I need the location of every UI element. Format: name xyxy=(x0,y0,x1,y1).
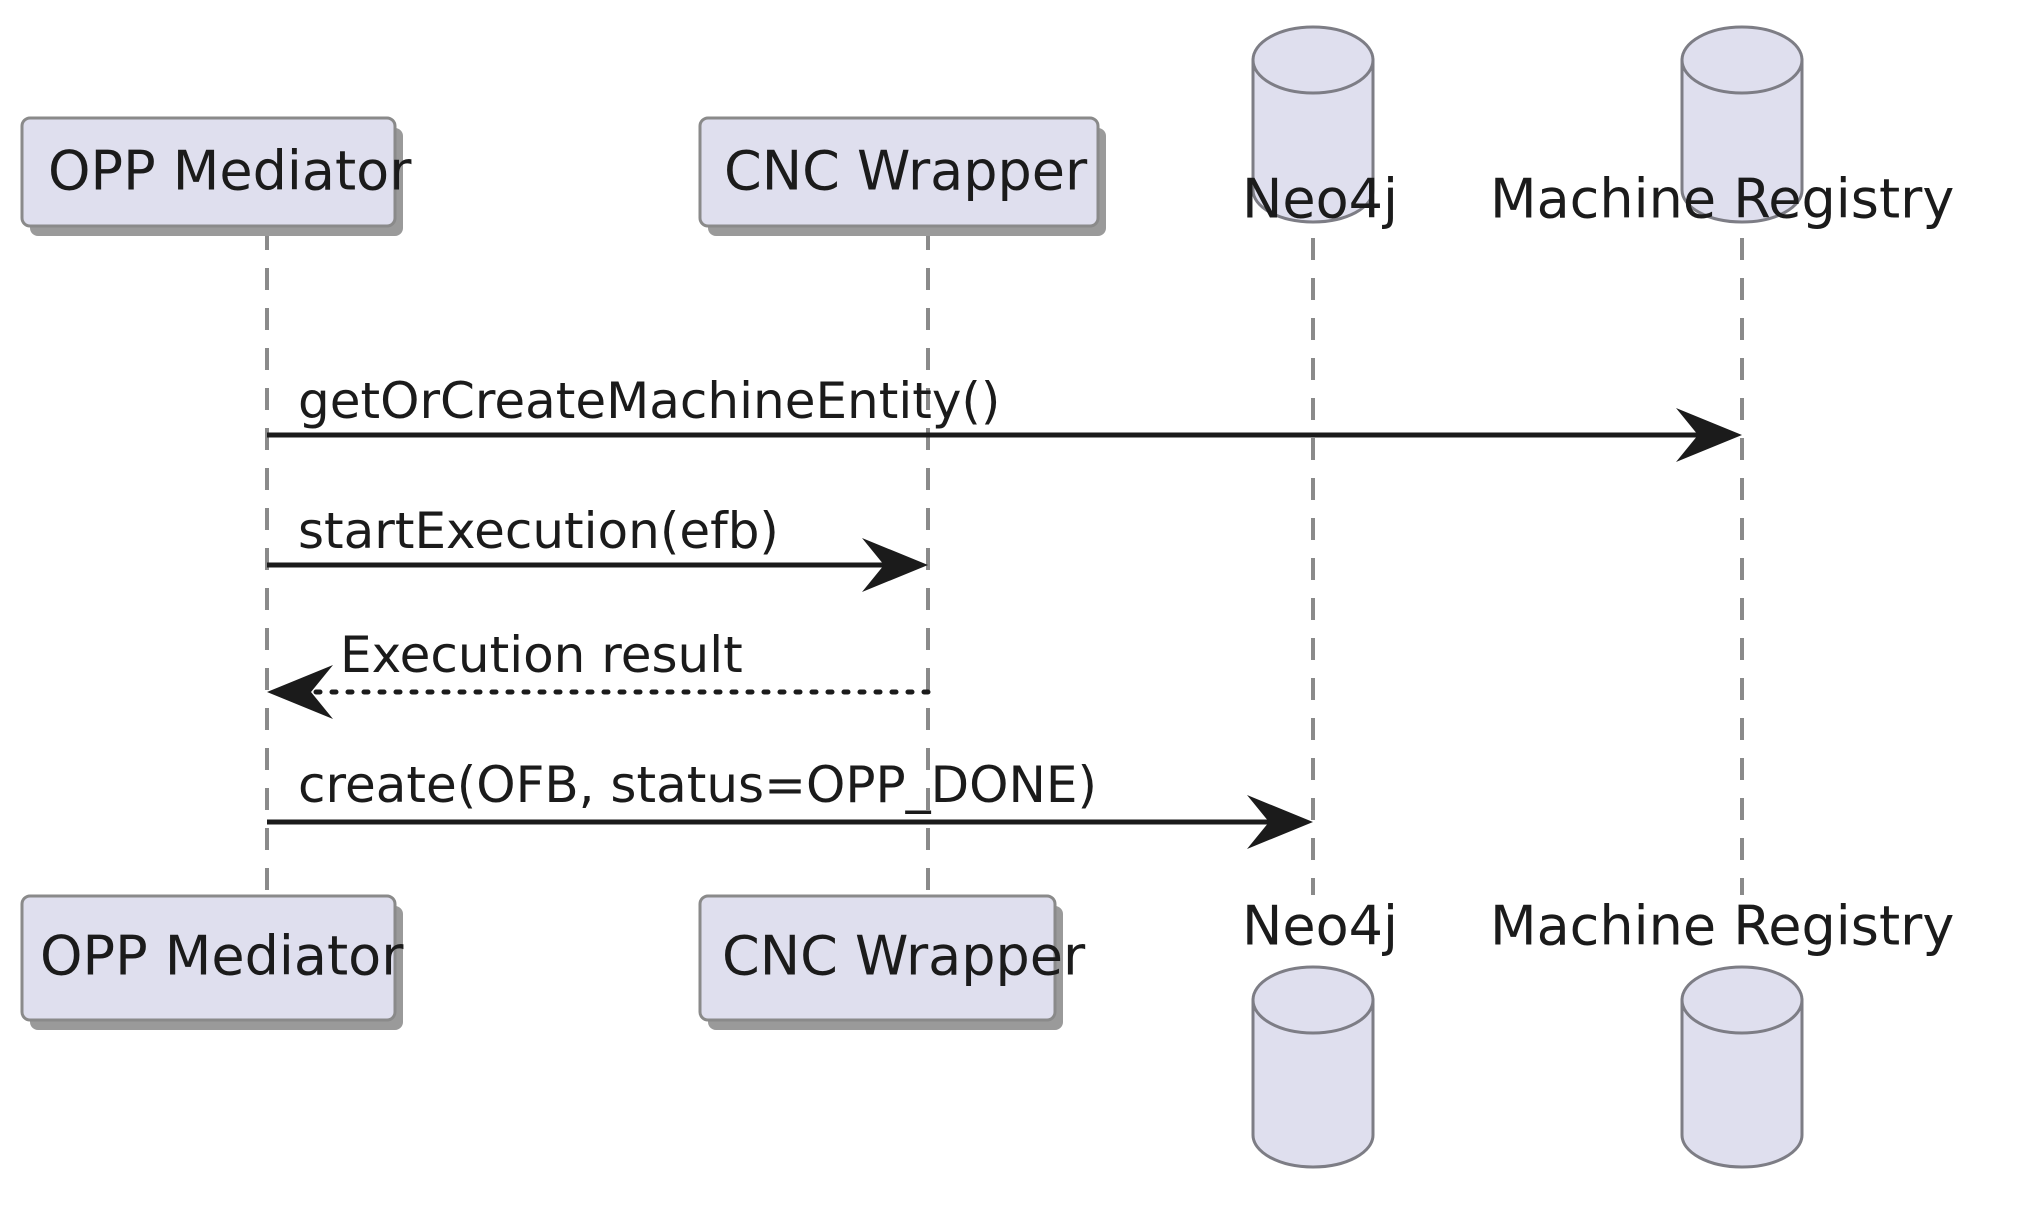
participant-opp-mediator-bottom[interactable]: OPP Mediator xyxy=(20,894,404,1030)
machine-registry-top-cylinder-top xyxy=(1680,25,1804,95)
message-4-label: create(OFB, status=OPP_DONE) xyxy=(298,756,1097,814)
neo4j-top-cylinder-body[interactable] xyxy=(1251,58,1375,224)
opp-mediator-bottom-label: OPP Mediator xyxy=(40,925,404,988)
message-1-get-or-create-machine-entity[interactable]: getOrCreateMachineEntity() xyxy=(267,372,1742,462)
opp-mediator-top-label: OPP Mediator xyxy=(48,140,412,203)
participant-machine-registry-bottom[interactable]: Machine Registry xyxy=(1490,895,1954,1169)
participant-cnc-wrapper-bottom[interactable]: CNC Wrapper xyxy=(698,894,1086,1030)
cnc-wrapper-top-box[interactable] xyxy=(698,116,1100,228)
neo4j-top-cylinder-top xyxy=(1251,25,1375,95)
message-2-arrowhead xyxy=(862,538,928,592)
machine-registry-top-label: Machine Registry xyxy=(1490,168,1954,231)
neo4j-bottom-cylinder-body[interactable] xyxy=(1251,998,1375,1169)
cnc-wrapper-top-label: CNC Wrapper xyxy=(724,140,1088,203)
message-3-arrowhead xyxy=(267,665,333,719)
message-1-arrowhead xyxy=(1676,408,1742,462)
participant-neo4j-top[interactable]: Neo4j xyxy=(1242,25,1398,231)
message-4-create-ofb[interactable]: create(OFB, status=OPP_DONE) xyxy=(267,756,1313,849)
message-4-arrowhead xyxy=(1247,795,1313,849)
participant-cnc-wrapper-top[interactable]: CNC Wrapper xyxy=(698,116,1106,236)
machine-registry-bottom-cylinder-body[interactable] xyxy=(1680,998,1804,1169)
participant-neo4j-bottom[interactable]: Neo4j xyxy=(1242,895,1398,1169)
machine-registry-bottom-cylinder-top xyxy=(1680,965,1804,1035)
cnc-wrapper-bottom-box[interactable] xyxy=(698,894,1057,1022)
participant-machine-registry-top[interactable]: Machine Registry xyxy=(1490,25,1954,231)
neo4j-bottom-label: Neo4j xyxy=(1242,895,1398,958)
message-1-label: getOrCreateMachineEntity() xyxy=(298,372,1000,430)
machine-registry-top-cylinder-body[interactable] xyxy=(1680,58,1804,224)
opp-mediator-bottom-box[interactable] xyxy=(20,894,397,1022)
neo4j-bottom-cylinder-top xyxy=(1251,965,1375,1035)
machine-registry-bottom-label: Machine Registry xyxy=(1490,895,1954,958)
neo4j-top-label: Neo4j xyxy=(1242,168,1398,231)
message-3-label: Execution result xyxy=(340,626,743,684)
message-2-label: startExecution(efb) xyxy=(298,502,779,560)
participant-opp-mediator-top[interactable]: OPP Mediator xyxy=(20,116,412,236)
opp-mediator-top-box[interactable] xyxy=(20,116,397,228)
message-2-start-execution[interactable]: startExecution(efb) xyxy=(267,502,928,592)
message-3-execution-result[interactable]: Execution result xyxy=(267,626,931,719)
cnc-wrapper-bottom-label: CNC Wrapper xyxy=(722,925,1086,988)
